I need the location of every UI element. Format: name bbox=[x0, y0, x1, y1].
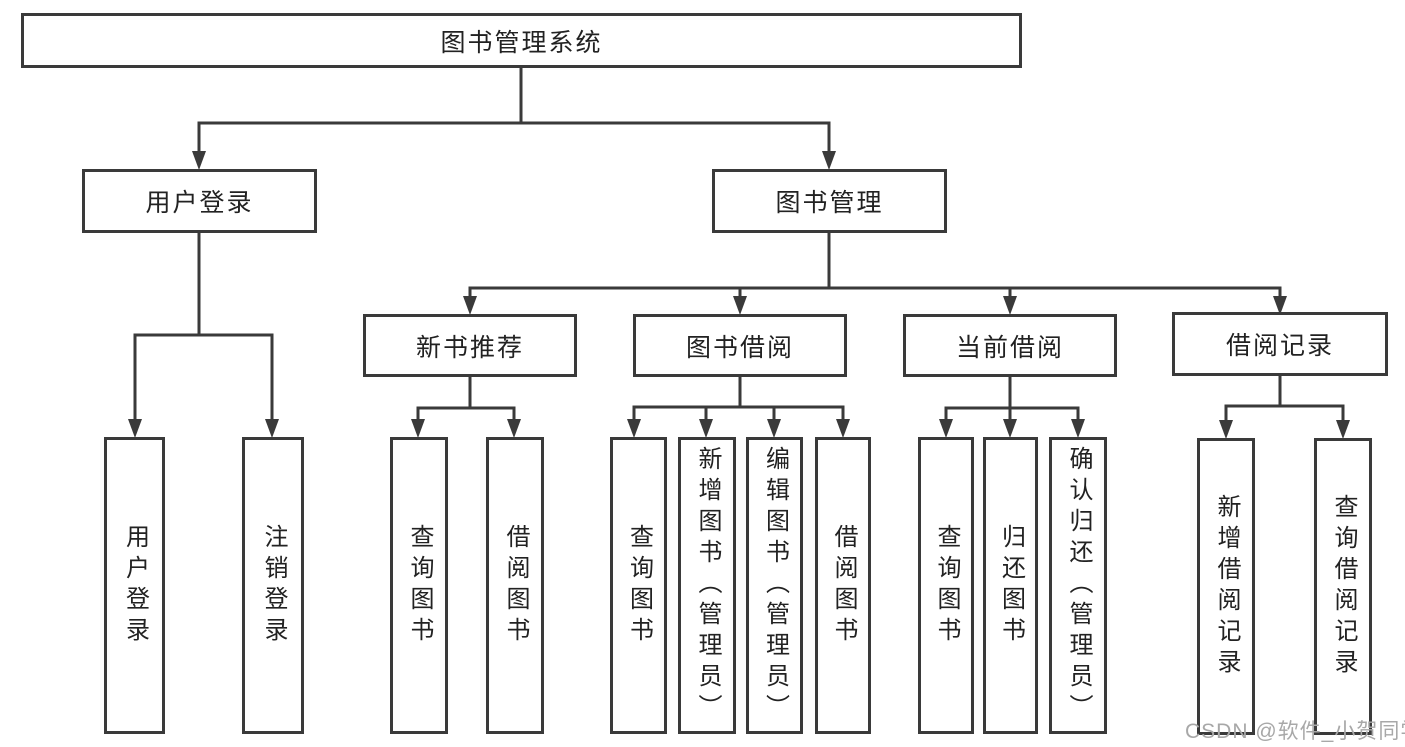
node-borrow-records: 借阅记录 bbox=[1172, 312, 1388, 376]
leaf-logout: 注销登录 bbox=[242, 437, 304, 734]
leaf-confirm-return-admin: 确认归还（管理员） bbox=[1049, 437, 1107, 734]
leaf-borrow-books: 借阅图书 bbox=[815, 437, 871, 734]
leaf-query-books-recommend: 查询图书 bbox=[390, 437, 448, 734]
node-new-book-recommend: 新书推荐 bbox=[363, 314, 577, 377]
leaf-query-borrow-record: 查询借阅记录 bbox=[1314, 438, 1372, 735]
node-user-login-branch: 用户登录 bbox=[82, 169, 317, 233]
leaf-query-books-current: 查询图书 bbox=[918, 437, 974, 734]
leaf-user-login: 用户登录 bbox=[104, 437, 165, 734]
node-current-borrow: 当前借阅 bbox=[903, 314, 1117, 377]
csdn-watermark: CSDN @软件_小贺同学 bbox=[1185, 720, 1405, 743]
leaf-query-books-borrow: 查询图书 bbox=[610, 437, 667, 734]
node-book-borrow: 图书借阅 bbox=[633, 314, 847, 377]
node-library-management-system: 图书管理系统 bbox=[21, 13, 1022, 68]
leaf-borrow-books-recommend: 借阅图书 bbox=[486, 437, 544, 734]
leaf-add-borrow-record: 新增借阅记录 bbox=[1197, 438, 1255, 735]
leaf-return-books: 归还图书 bbox=[983, 437, 1038, 734]
node-book-management-branch: 图书管理 bbox=[712, 169, 947, 233]
leaf-edit-books-admin: 编辑图书（管理员） bbox=[746, 437, 803, 734]
leaf-add-books-admin: 新增图书（管理员） bbox=[678, 437, 736, 734]
